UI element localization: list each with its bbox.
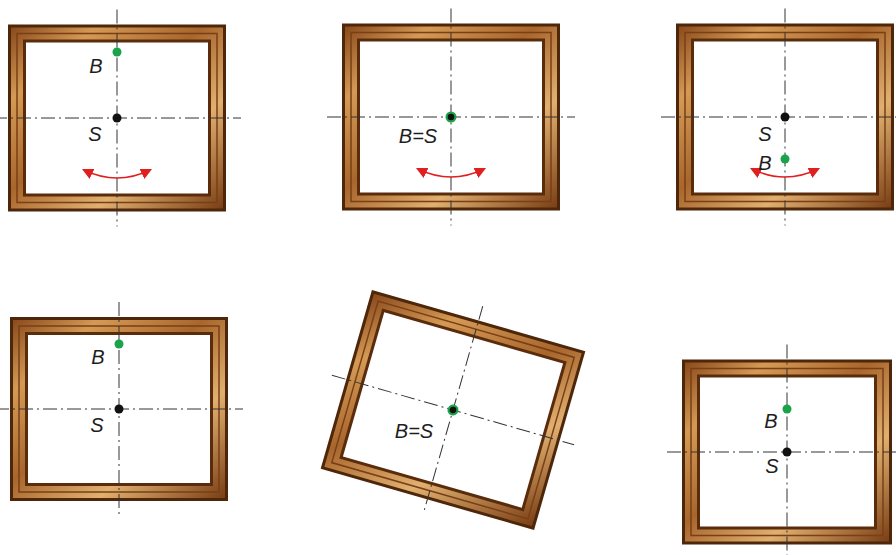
point-label: S bbox=[88, 124, 101, 144]
point-label: S bbox=[90, 415, 103, 435]
gravity-point bbox=[113, 114, 122, 123]
gravity-point bbox=[115, 405, 124, 414]
axis-line bbox=[423, 306, 483, 514]
point-label: B=S bbox=[395, 421, 433, 441]
buoyancy-point bbox=[783, 405, 792, 414]
gravity-point bbox=[448, 114, 455, 121]
buoyancy-point bbox=[446, 112, 457, 123]
swing-arrow bbox=[418, 169, 484, 177]
buoyancy-point bbox=[781, 155, 790, 164]
buoyancy-point bbox=[115, 340, 124, 349]
gravity-point bbox=[449, 406, 457, 414]
axis-line bbox=[332, 375, 574, 444]
axis-line bbox=[667, 452, 896, 453]
point-label: B bbox=[91, 347, 104, 367]
axis-line bbox=[661, 117, 896, 118]
gravity-point bbox=[783, 448, 792, 457]
point-label: B bbox=[764, 411, 777, 431]
swing-arrow bbox=[84, 170, 150, 178]
picture-frame bbox=[302, 271, 604, 548]
picture-frame bbox=[661, 9, 896, 226]
buoyancy-point bbox=[113, 48, 122, 57]
point-label: B=S bbox=[399, 126, 437, 146]
buoyancy-point bbox=[446, 403, 460, 417]
picture-frame bbox=[0, 10, 241, 227]
gravity-point bbox=[781, 113, 790, 122]
picture-frame bbox=[667, 345, 896, 555]
point-label: S bbox=[758, 124, 771, 144]
point-label: S bbox=[765, 456, 778, 476]
point-label: B bbox=[89, 56, 102, 76]
picture-frame bbox=[0, 302, 243, 516]
picture-frame bbox=[327, 9, 575, 226]
point-label: B bbox=[758, 153, 771, 173]
